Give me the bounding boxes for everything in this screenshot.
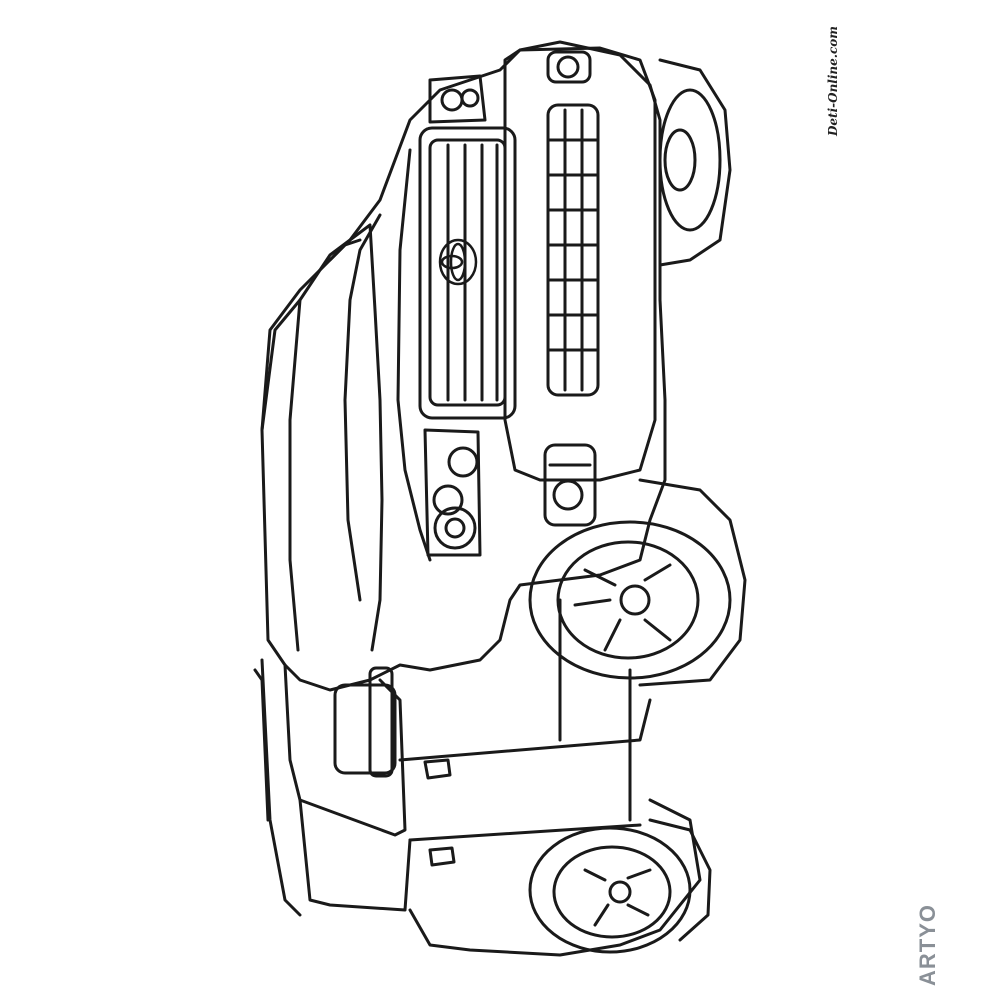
site-watermark: Deti-Online.com [826,26,840,136]
fog-light-bottom [543,443,597,527]
headlight-bottom [423,428,482,557]
side-mirror [333,666,397,778]
brand-watermark: ARTYO [915,904,940,986]
front-bumper [503,46,657,482]
bumper-grille [546,103,600,397]
rear-door [298,798,412,912]
front-door [283,663,407,837]
fog-light-top [546,50,592,84]
hood-line [396,148,432,562]
rear-wheel [528,818,712,954]
headlight-top [428,74,487,124]
rear-body [408,798,702,957]
grille [418,126,517,420]
door-handle-front [423,758,452,780]
front-right-wheel [658,58,732,267]
toyota-emblem [438,238,478,286]
front-left-wheel [528,478,747,687]
body-outline [260,40,667,692]
door-handle-rear [428,846,456,867]
windshield [260,223,384,652]
